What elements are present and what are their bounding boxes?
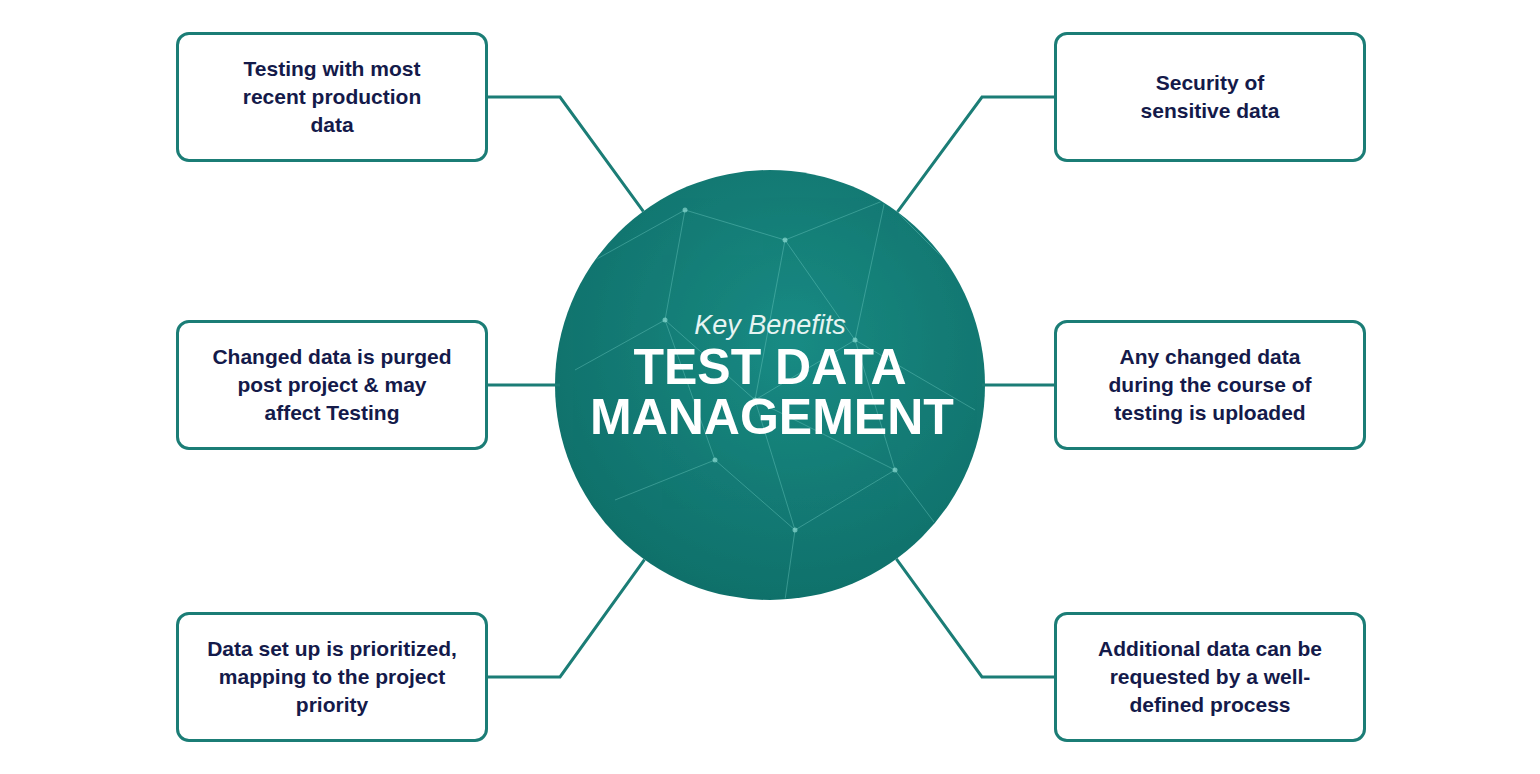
box-label: Additional data can be requested by a we… [1085, 635, 1335, 719]
connector-line [982, 384, 1054, 387]
connector-line [488, 384, 560, 387]
box-label: Changed data is purged post project & ma… [212, 343, 452, 427]
box-label: Data set up is prioritized, mapping to t… [207, 635, 457, 719]
circle-subtitle: Key Benefits [694, 308, 846, 342]
box-label: Testing with most recent production data [242, 55, 422, 139]
connector-line [488, 560, 644, 677]
benefit-box: Changed data is purged post project & ma… [176, 320, 488, 450]
connector-line [488, 97, 643, 211]
central-circle: Key BenefitsTEST DATA MANAGEMENT [555, 170, 985, 600]
benefit-box: Data set up is prioritized, mapping to t… [176, 612, 488, 742]
box-label: Any changed data during the course of te… [1097, 343, 1323, 427]
box-label: Security of sensitive data [1125, 69, 1295, 125]
benefit-box: Any changed data during the course of te… [1054, 320, 1366, 450]
benefit-box: Security of sensitive data [1054, 32, 1366, 162]
circle-title: TEST DATA MANAGEMENT [590, 342, 950, 442]
connector-line [896, 559, 1054, 677]
benefit-box: Additional data can be requested by a we… [1054, 612, 1366, 742]
benefit-box: Testing with most recent production data [176, 32, 488, 162]
connector-line [897, 97, 1054, 212]
